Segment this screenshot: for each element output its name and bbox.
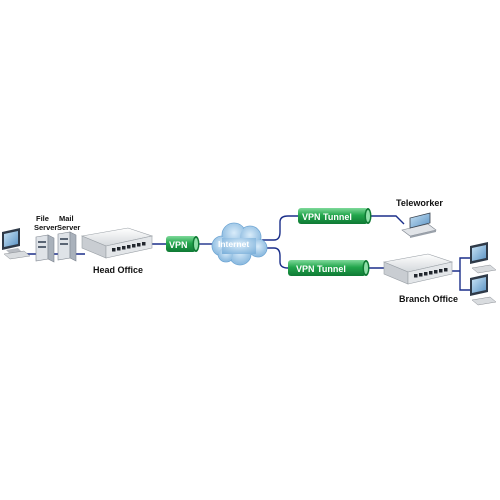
line-tunnel-to-teleworker xyxy=(368,215,405,225)
line-cloud-to-bottom-tunnel xyxy=(262,247,300,269)
line-cloud-to-top-tunnel xyxy=(262,215,300,241)
internet-label: Internet xyxy=(218,239,249,249)
vpn-tunnel-top: VPN Tunnel xyxy=(298,208,372,224)
branch-pc-bottom-icon xyxy=(470,274,497,306)
vpn-tunnel-bottom-label: VPN Tunnel xyxy=(296,264,346,274)
teleworker-label: Teleworker xyxy=(396,198,443,208)
file-server-label-line2: Server xyxy=(34,223,57,232)
branch-office-router-icon xyxy=(382,253,454,285)
vpn-label: VPN xyxy=(169,240,188,250)
internet-cloud-icon: Internet xyxy=(211,222,268,266)
mail-server-label-line2: Server xyxy=(57,223,80,232)
vpn-tube: VPN xyxy=(166,236,200,252)
file-server-icon xyxy=(35,234,55,263)
vpn-tunnel-bottom: VPN Tunnel xyxy=(288,260,370,276)
teleworker-laptop-icon xyxy=(401,212,437,238)
mail-server-label-line1: Mail xyxy=(59,214,74,223)
vpn-tunnel-top-label: VPN Tunnel xyxy=(302,212,352,222)
head-office-pc-icon xyxy=(2,228,31,260)
head-office-router-icon xyxy=(80,227,154,259)
branch-pc-top-icon xyxy=(470,242,497,274)
mail-server-icon xyxy=(57,231,77,262)
head-office-label: Head Office xyxy=(93,265,143,275)
line-branch-to-pcs xyxy=(452,257,470,291)
branch-office-label: Branch Office xyxy=(399,294,458,304)
file-server-label-line1: File xyxy=(36,214,49,223)
